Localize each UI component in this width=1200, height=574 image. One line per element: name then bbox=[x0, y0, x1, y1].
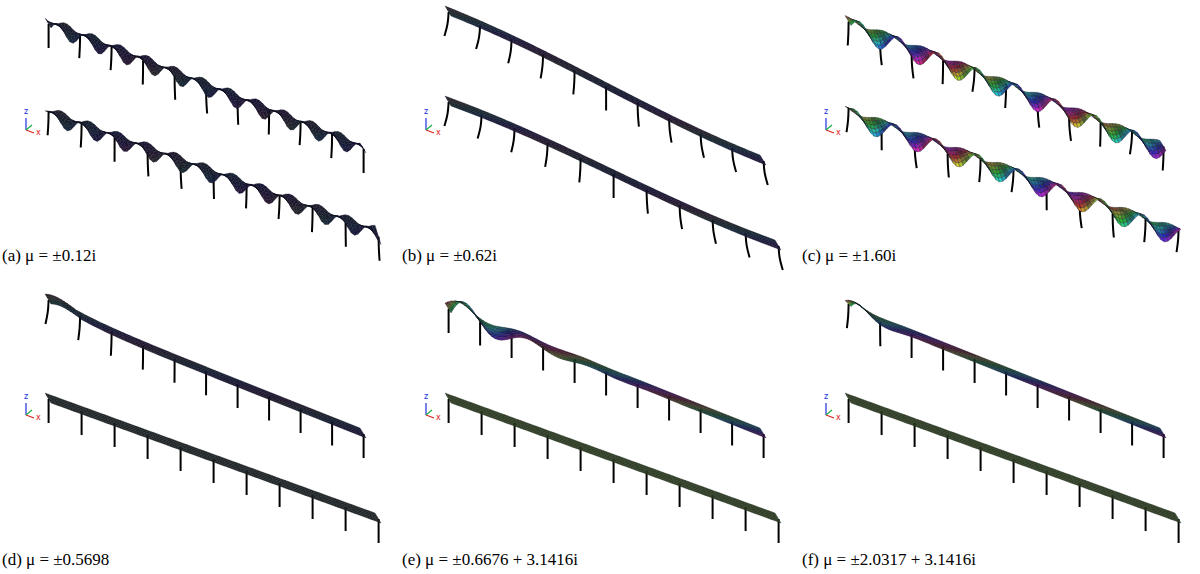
figure: (a) μ = ±0.12i(b) μ = ±0.62i(c) μ = ±1.6… bbox=[0, 0, 1200, 574]
